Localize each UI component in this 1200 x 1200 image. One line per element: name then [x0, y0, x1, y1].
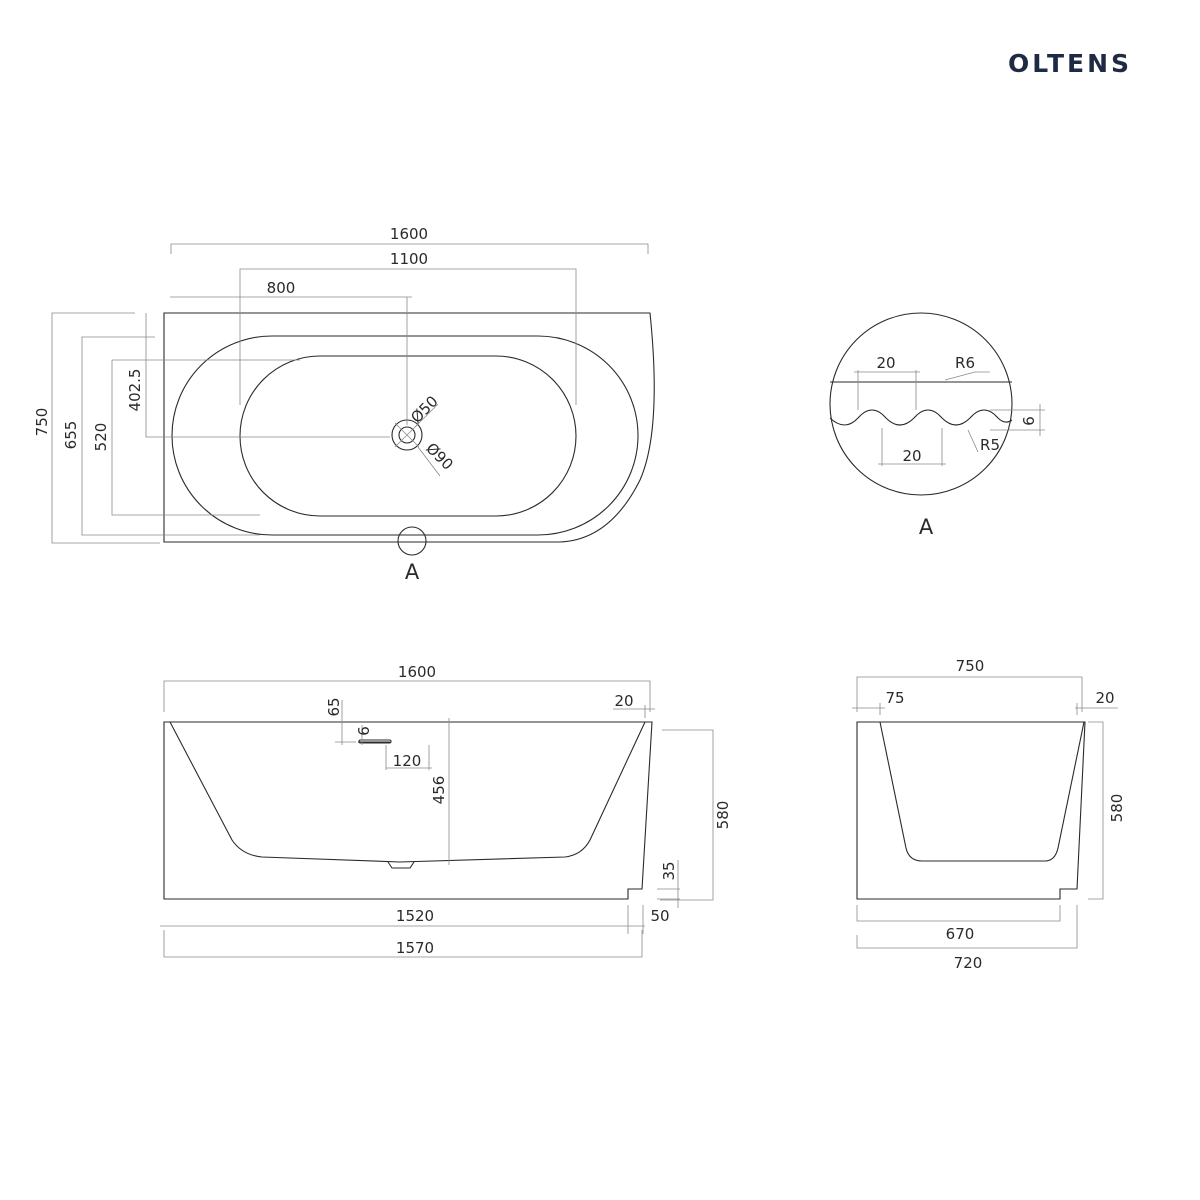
front-length: 1600 — [398, 663, 436, 681]
front-height: 580 — [714, 801, 732, 830]
brand-logo: OLTENS — [1008, 49, 1132, 78]
dim-length: 1600 — [390, 225, 428, 243]
side-wall-left: 75 — [885, 689, 904, 707]
front-overflow-height: 6 — [355, 726, 373, 736]
front-overflow-width: 120 — [393, 752, 422, 770]
side-height: 580 — [1108, 794, 1126, 823]
dim-drain-x: 800 — [267, 279, 296, 297]
front-edge: 20 — [614, 692, 633, 710]
dim-inner-length: 1100 — [390, 250, 428, 268]
front-bottom-length: 1570 — [396, 939, 434, 957]
top-view: A 1600 1100 800 750 655 520 402.5 Ø50 Ø9… — [33, 225, 655, 584]
overflow-slot — [358, 739, 392, 744]
detail-depth: 6 — [1020, 416, 1038, 426]
detail-pitch-top: 20 — [876, 354, 895, 372]
front-notch-width: 50 — [650, 907, 669, 925]
dim-drain-y: 402.5 — [126, 369, 144, 412]
tub-outline-top — [163, 312, 655, 543]
front-base-length: 1520 — [396, 907, 434, 925]
side-bottom-width: 720 — [954, 954, 983, 972]
front-overflow-from-top: 65 — [325, 697, 343, 716]
side-width: 750 — [956, 657, 985, 675]
detail-a-view: 20 R6 6 R5 20 A — [829, 312, 1045, 539]
outer-rim — [171, 335, 639, 536]
detail-a-label: A — [405, 560, 420, 584]
dim-drain-d2: Ø90 — [422, 439, 457, 474]
inner-basin — [239, 355, 577, 517]
dim-width: 750 — [33, 408, 51, 437]
dim-inner-rim: 520 — [92, 423, 110, 452]
detail-radius-bottom: R5 — [980, 436, 1000, 454]
front-depth: 456 — [430, 776, 448, 805]
side-wall-right: 20 — [1095, 689, 1114, 707]
detail-label: A — [919, 515, 934, 539]
detail-a-marker — [397, 526, 427, 556]
side-view: 750 75 20 580 670 720 — [852, 657, 1126, 972]
detail-pitch-bottom: 20 — [902, 447, 921, 465]
side-base-width: 670 — [946, 925, 975, 943]
dim-outer-rim: 655 — [62, 421, 80, 450]
detail-radius-top: R6 — [955, 354, 975, 372]
front-view: 1600 20 65 6 120 456 580 35 50 1520 1570 — [160, 663, 732, 958]
drain-inner — [398, 426, 416, 444]
front-notch-height: 35 — [660, 861, 678, 880]
